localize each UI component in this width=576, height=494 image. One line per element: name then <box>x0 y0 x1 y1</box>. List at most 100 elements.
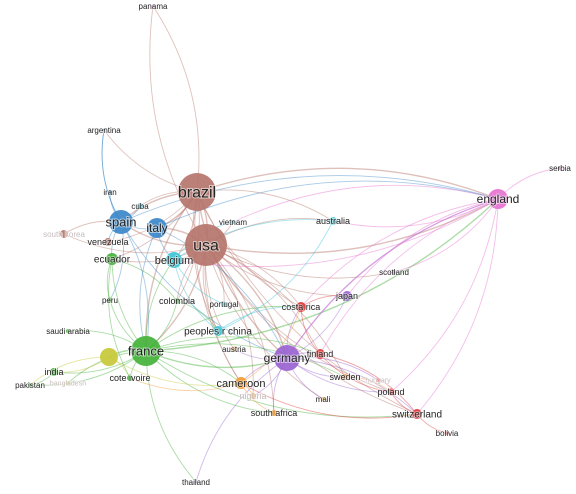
node-bolivia[interactable] <box>445 431 449 435</box>
label-sweden: sweden <box>329 372 360 382</box>
node-france[interactable] <box>131 336 161 366</box>
label-panama: panama <box>139 2 168 11</box>
edge-germany-england <box>286 198 499 359</box>
label-hungary: hungary <box>365 377 391 384</box>
edge-usa-mali <box>205 244 324 400</box>
edge-england-scotland <box>393 198 499 273</box>
edge-england-vietnam <box>232 184 499 223</box>
node-england[interactable] <box>488 189 508 209</box>
label-poland: poland <box>377 387 404 397</box>
label-ecuador: ecuador <box>94 255 131 266</box>
node-ecuador[interactable] <box>106 253 118 265</box>
label-switzerland: switzerland <box>392 410 442 421</box>
label-portugal: portugal <box>210 300 239 309</box>
node-japan[interactable] <box>342 291 352 301</box>
edge-ecuador-cote-ivoire <box>108 258 131 379</box>
edge-brazil-cameroon <box>194 191 242 384</box>
node-finland[interactable] <box>315 349 325 359</box>
edge-finland-poland <box>319 353 392 393</box>
edge-lime-node-cameroon <box>108 356 242 386</box>
label-mali: mali <box>316 395 331 404</box>
node-saudi-arabia[interactable] <box>66 329 70 333</box>
label-argentina: argentina <box>87 126 121 135</box>
node-italy[interactable] <box>147 218 167 238</box>
node-cote-ivoire[interactable] <box>127 375 133 381</box>
edge-switzerland-cameroon <box>240 382 418 419</box>
node-costa-rica[interactable] <box>296 302 306 312</box>
node-cameroon[interactable] <box>235 377 247 389</box>
node-serbia[interactable] <box>558 166 562 170</box>
edge-usa-scotland <box>205 244 395 279</box>
node-venezuela[interactable] <box>104 238 112 246</box>
node-peru[interactable] <box>107 297 113 303</box>
label-south-africa: south africa <box>251 408 298 418</box>
edge-switzerland-finland <box>319 353 418 415</box>
node-portugal[interactable] <box>221 301 227 307</box>
node-brazil[interactable] <box>178 173 216 211</box>
node-austria[interactable] <box>231 346 237 352</box>
edge-spain-england <box>120 175 499 223</box>
edge-ecuador-colombia <box>111 258 178 302</box>
edge-spain-argentina <box>101 129 122 223</box>
label-scotland: scotland <box>379 268 409 277</box>
label-brazil: brazil <box>178 185 216 202</box>
node-australia[interactable] <box>329 217 337 225</box>
node-peoples-r-china[interactable] <box>213 326 223 336</box>
label-bolivia: bolivia <box>436 429 459 438</box>
edge-england-australia <box>332 198 499 228</box>
node-colombia[interactable] <box>174 298 180 304</box>
label-venezuela: venezuela <box>87 237 128 247</box>
label-cameroon: cameroon <box>217 378 266 390</box>
node-sweden[interactable] <box>342 374 348 380</box>
edge-sweden-poland <box>344 376 392 393</box>
edge-england-costa-rica <box>300 198 499 308</box>
edge-france-costa-rica <box>145 305 302 352</box>
node-scotland[interactable] <box>392 270 396 274</box>
node-iran[interactable] <box>108 190 112 194</box>
node-south-africa[interactable] <box>271 410 277 416</box>
node-panama[interactable] <box>151 4 155 8</box>
node-poland[interactable] <box>387 388 395 396</box>
edge-usa-panama <box>149 5 207 246</box>
node-cuba[interactable] <box>137 203 143 209</box>
node-bangladesh[interactable] <box>66 381 70 385</box>
label-england: england <box>477 192 520 206</box>
edge-brazil-panama <box>152 5 200 193</box>
node-nigeria[interactable] <box>250 393 256 399</box>
edge-belgium-peoples-r-china <box>173 259 219 332</box>
edge-brazil-england <box>196 167 499 200</box>
label-spain: spain <box>105 215 136 230</box>
node-usa[interactable] <box>185 224 227 266</box>
node-india[interactable] <box>50 368 58 376</box>
edge-cameroon-cote-ivoire <box>129 377 242 392</box>
node-layer <box>28 4 562 484</box>
label-thailand: thailand <box>182 478 210 487</box>
edge-france-sweden <box>145 343 346 378</box>
node-belgium[interactable] <box>166 252 182 268</box>
label-peru: peru <box>102 296 118 305</box>
edge-italy-germany <box>156 227 288 359</box>
node-hungary[interactable] <box>376 378 380 382</box>
node-germany[interactable] <box>274 345 300 371</box>
node-argentina[interactable] <box>102 128 106 132</box>
node-south-korea[interactable] <box>60 230 68 238</box>
label-south-korea: south korea <box>43 230 85 239</box>
node-thailand[interactable] <box>194 480 198 484</box>
edge-usa-switzerland <box>205 244 418 415</box>
label-iran: iran <box>103 188 116 197</box>
node-spain[interactable] <box>109 210 133 234</box>
node-switzerland[interactable] <box>412 409 422 419</box>
edge-england-switzerland <box>416 198 499 415</box>
node-lime-node[interactable] <box>100 348 118 366</box>
node-mali[interactable] <box>321 397 325 401</box>
label-finland: finland <box>307 349 334 359</box>
node-vietnam[interactable] <box>231 220 235 224</box>
label-saudi-arabia: saudi arabia <box>46 327 90 336</box>
edge-usa-poland <box>205 244 392 393</box>
edge-spain-france <box>120 221 149 352</box>
node-pakistan[interactable] <box>28 383 32 387</box>
edge-peoples-r-china-australia <box>217 220 334 332</box>
edge-brazil-germany <box>196 191 288 359</box>
